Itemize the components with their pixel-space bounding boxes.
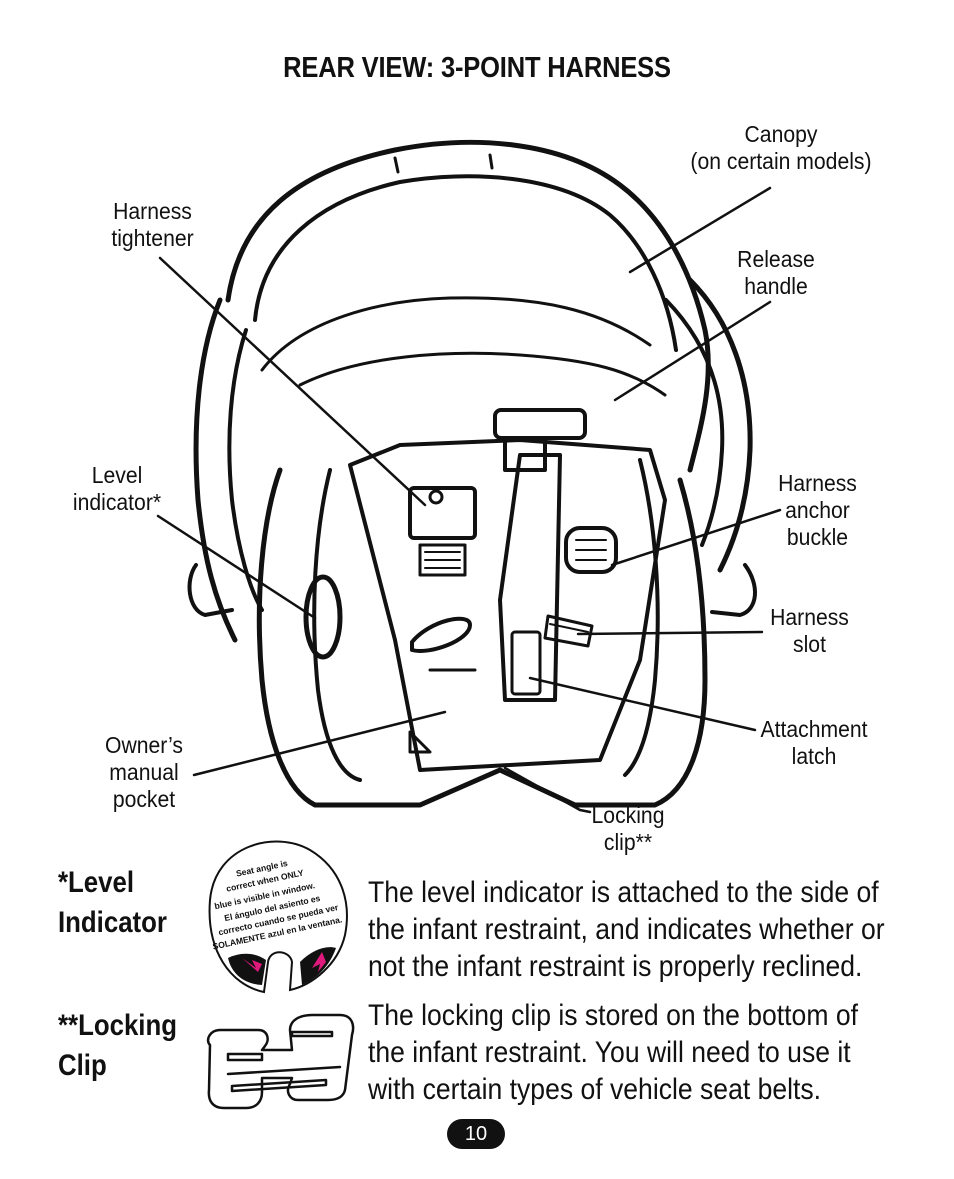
decal-arrow-right xyxy=(312,952,326,972)
canopy-band-inner xyxy=(260,296,652,372)
leader-release-handle xyxy=(613,300,772,402)
leader-harness-slot xyxy=(576,630,764,636)
label-harness-anchor-buckle: Harness anchor buckle xyxy=(778,470,857,550)
canopy-band-lower xyxy=(298,351,667,397)
label-harness-tightener: Harness tightener xyxy=(111,198,194,251)
label-release-handle: Release handle xyxy=(737,246,815,299)
label-attachment-latch: Attachment latch xyxy=(760,716,868,769)
level-indicator-disc xyxy=(303,574,343,660)
canopy-outline xyxy=(225,139,711,473)
leader-locking-clip xyxy=(503,766,592,814)
leader-level-indicator xyxy=(156,514,317,620)
locking-clip-drawing xyxy=(206,1013,355,1110)
label-canopy: Canopy (on certain models) xyxy=(690,121,872,174)
leader-owners-manual-pocket xyxy=(192,710,447,777)
label-locking-clip: Locking clip** xyxy=(591,802,665,855)
level-indicator-term: *Level Indicator xyxy=(58,866,167,939)
label-level-indicator: Level indicator* xyxy=(72,462,162,515)
handle-right xyxy=(687,277,753,573)
locking-clip-term: **Locking Clip xyxy=(58,1009,177,1082)
handle-left xyxy=(193,297,238,643)
harness-slot xyxy=(543,614,594,648)
label-owners-manual-pocket: Owner’s manual pocket xyxy=(104,732,183,812)
harness-anchor-buckle xyxy=(564,526,618,574)
level-indicator-description: The level indicator is attached to the s… xyxy=(368,876,885,983)
leader-harness-tightener xyxy=(158,256,427,507)
level-indicator-decal: Seat angle is correct when ONLY blue is … xyxy=(208,840,348,994)
page-title: REAR VIEW: 3-POINT HARNESS xyxy=(283,52,671,84)
page-number-badge: 10 xyxy=(447,1119,505,1149)
seat-back-panel xyxy=(348,438,667,772)
leader-attachment-latch xyxy=(528,676,757,732)
leader-harness-anchor-buckle xyxy=(610,508,782,567)
release-handle xyxy=(493,408,587,440)
decal-arrow-left xyxy=(242,958,262,972)
locking-clip-description: The locking clip is stored on the bottom… xyxy=(368,999,858,1106)
label-harness-slot: Harness slot xyxy=(770,604,849,657)
seat-shell xyxy=(256,467,708,808)
leader-canopy xyxy=(628,186,772,274)
